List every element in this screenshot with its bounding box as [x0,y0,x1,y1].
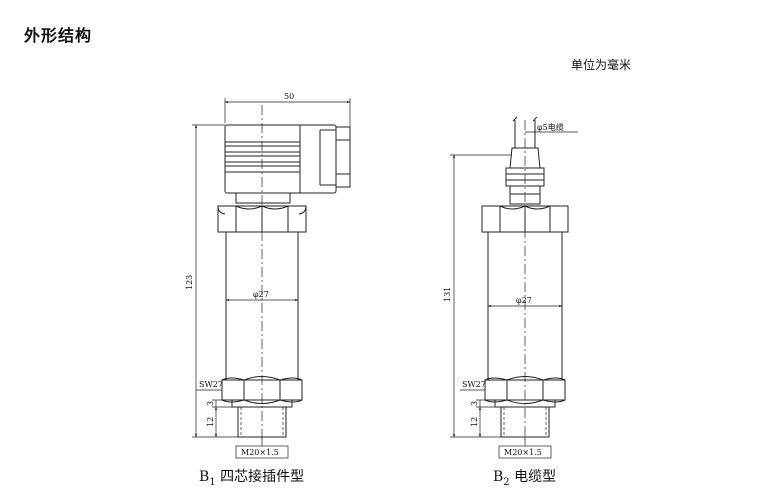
b1-width-label: 50 [284,92,294,101]
b2-small-label-2: 12 [470,417,479,427]
b2-thread-label: M20×1.5 [504,448,542,457]
b1-height-label: 123 [185,275,194,290]
b2-diameter-label: φ27 [516,296,532,305]
drawing-b2 [450,116,578,459]
caption-b2-text: 电缆型 [509,469,557,485]
caption-b1-text: 四芯接插件型 [215,469,305,485]
dim-height [450,154,512,438]
caption-b2-prefix: B [493,469,504,485]
b1-wrench-label: SW27 [199,380,223,389]
b1-diameter-label: φ27 [253,290,269,299]
b1-small-label-1: 3 [206,401,215,406]
dim-small [476,399,495,438]
dim-small [212,399,232,438]
caption-b1-prefix: B [199,469,210,485]
drawing-b1 [192,98,351,459]
b1-small-label-2: 12 [206,417,215,427]
b2-cable-label: φ5电缆 [537,122,564,132]
upper-hex-nut [481,205,569,233]
caption-b2-sub: 2 [503,476,510,488]
dim-width [224,98,351,127]
caption-b1-sub: 1 [209,476,216,488]
cable-gland [505,147,545,205]
caption-b2: B2 电缆型 [493,466,556,488]
b2-small-label-1: 3 [470,401,479,406]
page-title: 外形结构 [24,26,93,45]
b1-thread-label: M20×1.5 [241,448,279,457]
caption-b1: B1 四芯接插件型 [199,466,304,488]
neck [235,192,291,204]
b2-wrench-label: SW27 [462,380,486,389]
unit-note: 单位为毫米 [571,58,632,72]
connector-head [224,124,351,194]
b2-height-label: 131 [443,287,452,302]
lower-hex-nut [221,376,303,404]
upper-hex-nut [217,205,307,233]
